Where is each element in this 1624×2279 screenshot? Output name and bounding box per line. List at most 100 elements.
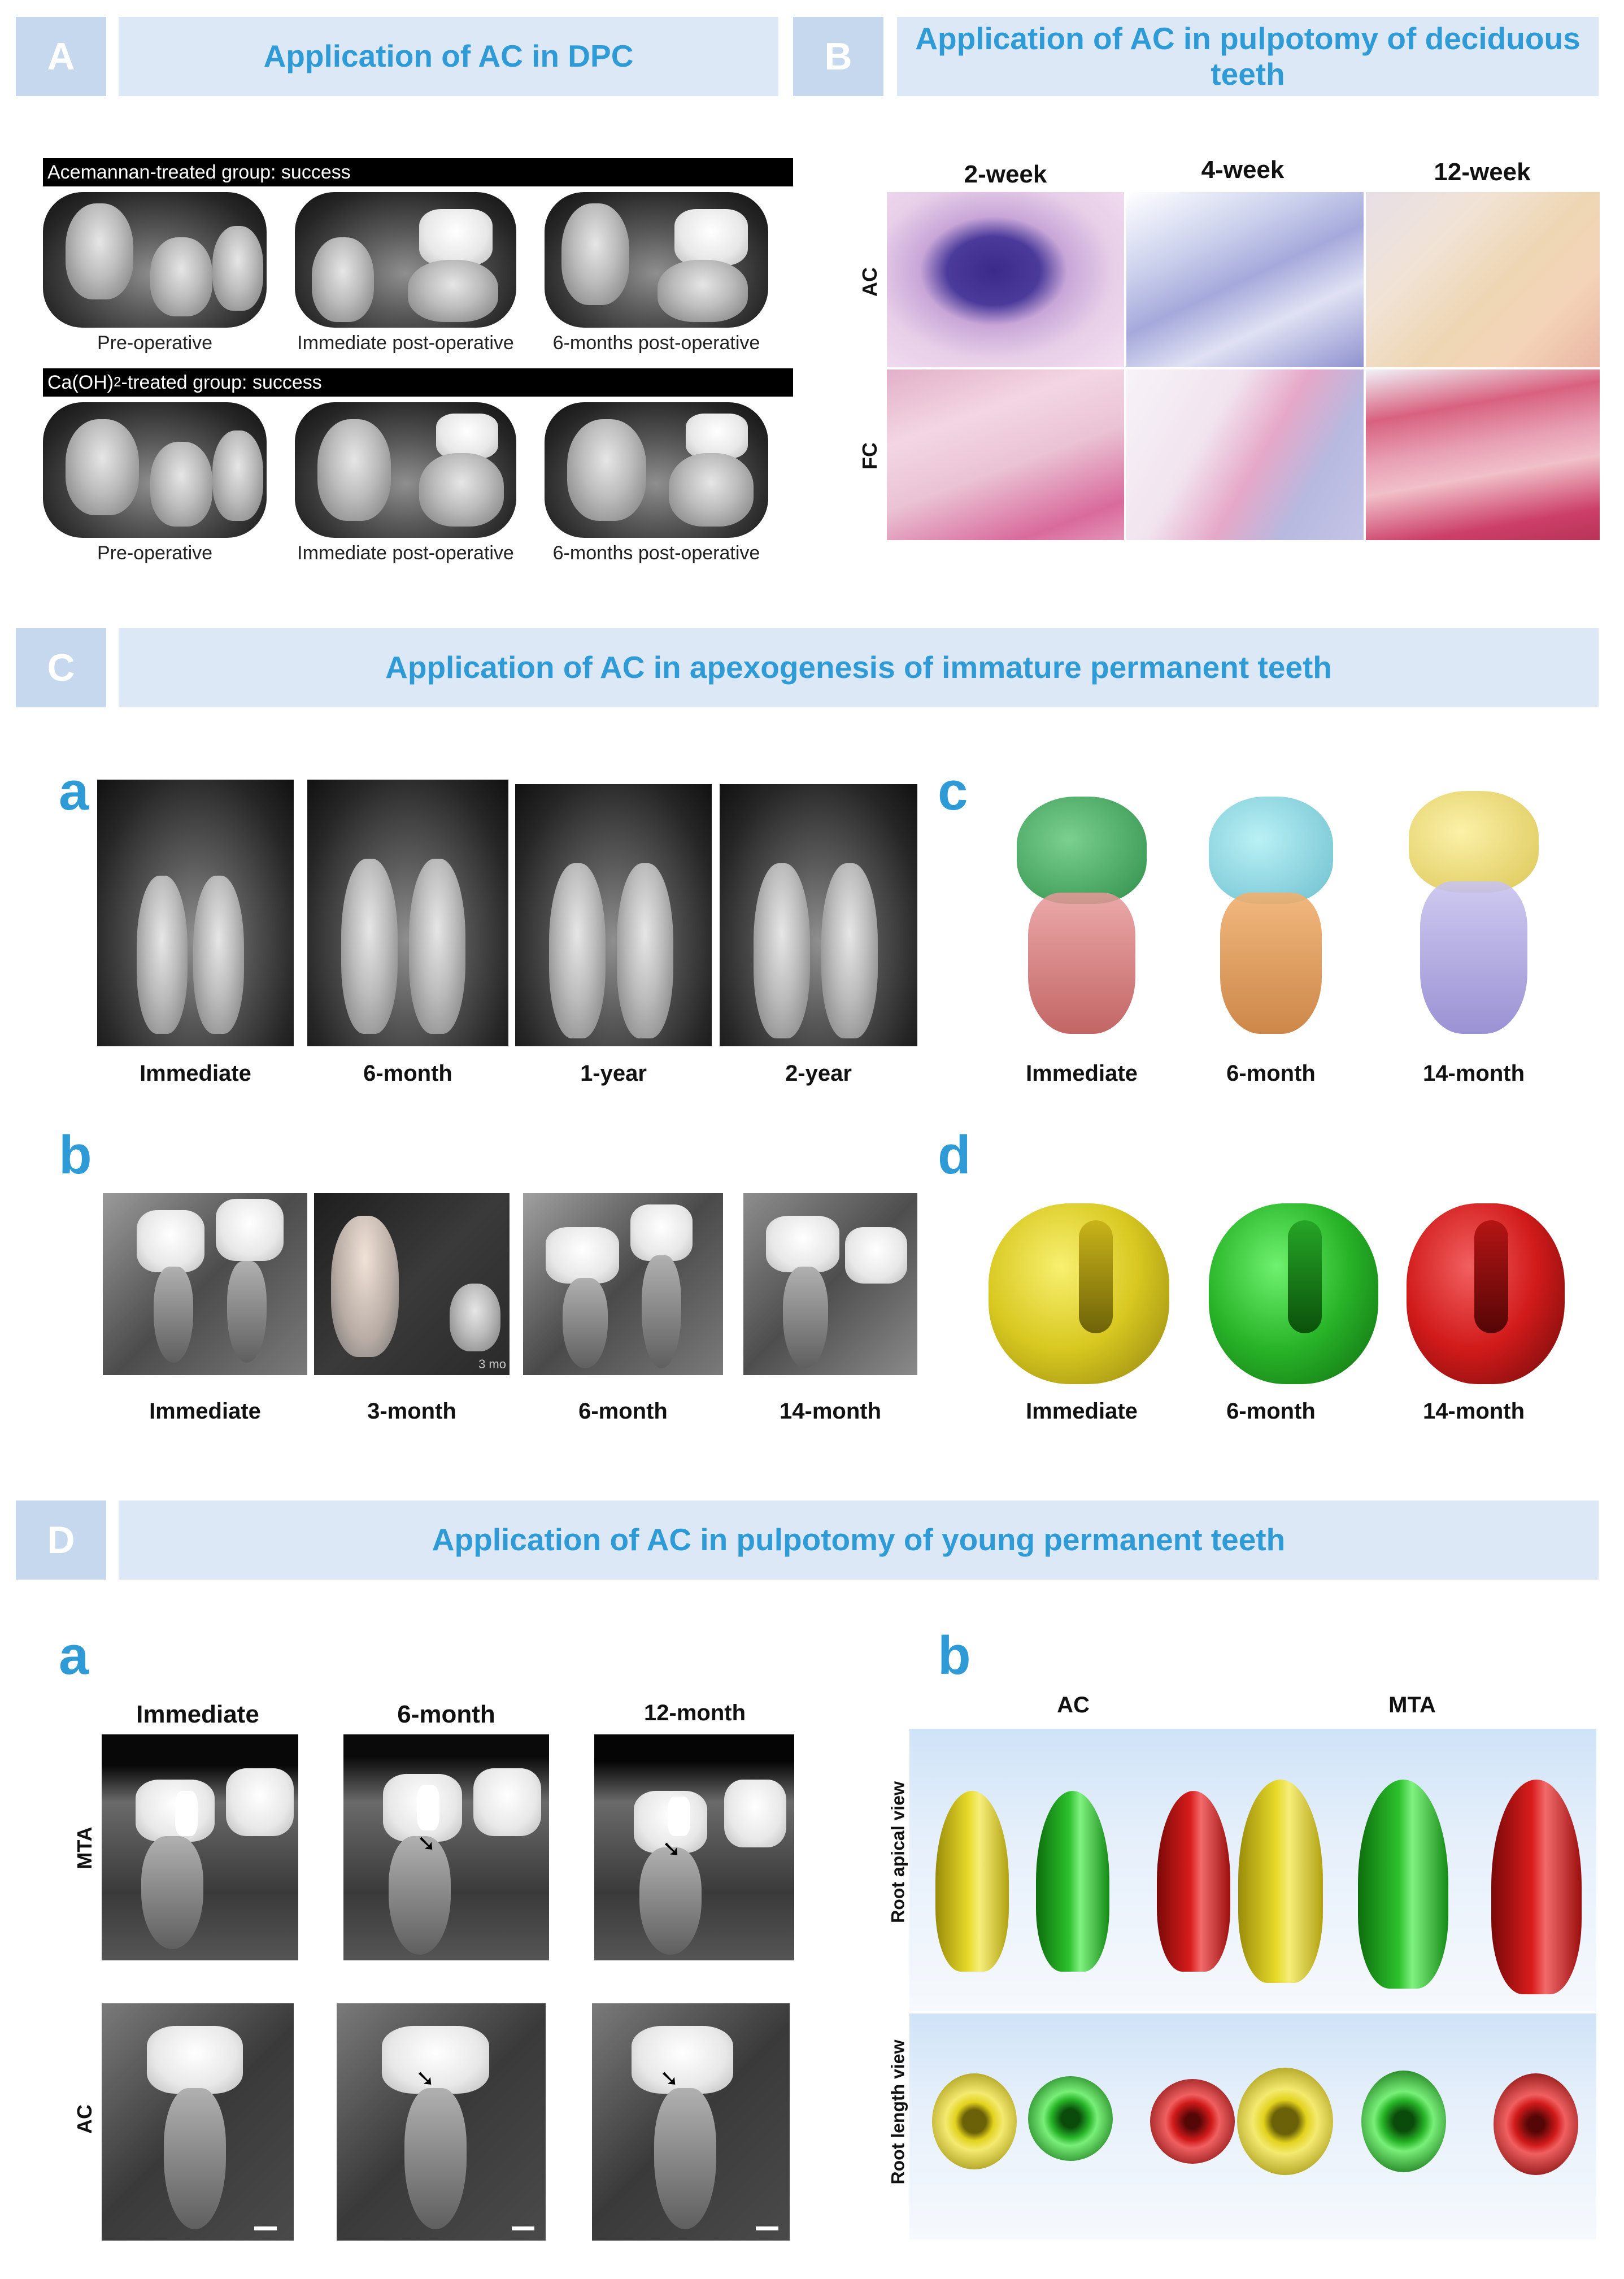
panel-d-a-row-ac: AC <box>73 2104 96 2134</box>
panel-d-b-length-mta-red <box>1494 2073 1578 2175</box>
panel-c-c-model-6month <box>1203 791 1339 1040</box>
panel-c-d-caption-2: 6-month <box>1226 1399 1316 1424</box>
panel-b-histo-ac-2week <box>887 192 1124 367</box>
panel-c-b-overlay-text: 3 mo <box>478 1357 506 1371</box>
panel-d-b-length-mta-yellow <box>1237 2068 1333 2175</box>
panel-c-a-xray-6month <box>307 780 508 1046</box>
panel-c-a-caption-1: Immediate <box>140 1061 251 1086</box>
panel-c-d-model-immediate <box>983 1198 1175 1390</box>
panel-a-row2-immediate-xray <box>295 402 516 538</box>
panel-d-b-length-mta-green <box>1361 2071 1446 2172</box>
panel-c-a-caption-3: 1-year <box>580 1061 647 1086</box>
panel-d-a-xray-mta-12month: ➘ <box>594 1734 794 1960</box>
panel-c-d-letter: d <box>938 1125 971 1185</box>
panel-c-b-caption-3: 6-month <box>578 1399 668 1424</box>
panel-d-b-length-ac-yellow <box>932 2073 1017 2169</box>
panel-c-b-xray-3month: 3 mo <box>314 1193 510 1375</box>
panel-b-col-2week: 2-week <box>964 160 1047 188</box>
panel-c-c-caption-2: 6-month <box>1226 1061 1316 1086</box>
panel-d-b-group-ac: AC <box>1057 1693 1090 1717</box>
scale-bar <box>512 2226 534 2230</box>
panel-a-row2-label-post: -treated group: success <box>121 371 322 393</box>
panel-d-a-xray-mta-immediate <box>102 1734 298 1960</box>
panel-a-row2-caption-2: Immediate post-operative <box>297 542 514 564</box>
section-d-title: Application of AC in pulpotomy of young … <box>119 1501 1599 1580</box>
panel-a-row1-caption-1: Pre-operative <box>97 332 213 354</box>
section-c-letter: C <box>16 628 106 707</box>
panel-c-c-caption-3: 14-month <box>1423 1061 1525 1086</box>
panel-d-b-apical-mta-yellow <box>1238 1780 1323 1983</box>
panel-c-d-caption-3: 14-month <box>1423 1399 1525 1424</box>
section-d-letter: D <box>16 1501 106 1580</box>
scale-bar <box>756 2226 778 2230</box>
panel-c-c-letter: c <box>938 761 968 821</box>
panel-d-a-row-mta: MTA <box>73 1826 96 1869</box>
section-a-letter: A <box>16 17 106 96</box>
panel-c-b-caption-1: Immediate <box>149 1399 261 1424</box>
section-b-title: Application of AC in pulpotomy of decidu… <box>897 17 1599 96</box>
panel-a-row2-pre-xray <box>43 402 267 538</box>
panel-c-b-xray-14month <box>743 1193 917 1375</box>
panel-b-histo-fc-4week <box>1126 369 1364 540</box>
panel-c-a-caption-4: 2-year <box>785 1061 852 1086</box>
panel-b-row-ac: AC <box>858 267 881 297</box>
scale-bar <box>254 2226 277 2230</box>
panel-b-row-fc: FC <box>858 442 881 469</box>
panel-d-a-letter: a <box>59 1625 89 1686</box>
panel-a-row2-label-pre: Ca(OH) <box>47 371 114 393</box>
panel-d-b-length-ac-red <box>1150 2079 1235 2164</box>
panel-c-b-caption-2: 3-month <box>367 1399 456 1424</box>
panel-d-b-group-mta: MTA <box>1388 1693 1436 1717</box>
panel-a-row2-6mo-xray <box>545 402 768 538</box>
panel-d-b-row-apical: Root apical view <box>887 1781 908 1923</box>
panel-b-histo-ac-4week <box>1126 192 1364 367</box>
panel-d-b-apical-mta-green <box>1358 1780 1448 1989</box>
panel-c-d-caption-1: Immediate <box>1026 1399 1138 1424</box>
panel-c-d-model-6month <box>1203 1198 1384 1390</box>
panel-a-row2-label-sub: 2 <box>114 375 121 390</box>
panel-d-a-xray-ac-12month: ➘ <box>592 2003 790 2241</box>
panel-a-row1-label: Acemannan-treated group: success <box>43 158 793 186</box>
panel-b-col-4week: 4-week <box>1201 156 1285 184</box>
panel-c-a-xray-immediate <box>97 780 294 1046</box>
section-a-title: Application of AC in DPC <box>119 17 778 96</box>
panel-c-a-letter: a <box>59 761 89 821</box>
panel-c-b-caption-4: 14-month <box>780 1399 881 1424</box>
panel-d-a-col-12month: 12-month <box>644 1700 746 1725</box>
panel-c-b-letter: b <box>59 1125 92 1185</box>
panel-a-row2-label: Ca(OH)2-treated group: success <box>43 368 793 397</box>
panel-c-c-model-14month <box>1403 785 1544 1040</box>
panel-d-b-row-length: Root length view <box>887 2039 908 2185</box>
panel-d-a-xray-ac-6month: ➘ <box>337 2003 546 2241</box>
section-c-title: Application of AC in apexogenesis of imm… <box>119 628 1599 707</box>
panel-d-b-apical-ac-yellow <box>935 1791 1009 1972</box>
section-b-letter: B <box>793 17 883 96</box>
panel-d-a-xray-mta-6month: ➘ <box>343 1734 549 1960</box>
panel-d-a-xray-ac-immediate <box>102 2003 294 2241</box>
panel-c-d-model-14month <box>1401 1198 1570 1390</box>
panel-d-b-apical-mta-red <box>1491 1780 1582 1994</box>
panel-c-b-xray-6month <box>523 1193 723 1375</box>
panel-b-col-12week: 12-week <box>1434 158 1531 186</box>
panel-c-a-xray-2year <box>720 784 917 1046</box>
panel-c-a-caption-2: 6-month <box>363 1061 452 1086</box>
panel-c-b-xray-immediate <box>103 1193 307 1375</box>
panel-d-b-apical-ac-green <box>1036 1791 1109 1972</box>
panel-b-histo-fc-2week <box>887 369 1124 540</box>
panel-d-a-col-6month: 6-month <box>397 1700 495 1728</box>
panel-d-b-length-ac-green <box>1028 2076 1113 2161</box>
panel-a-row1-pre-xray <box>43 192 267 328</box>
panel-d-b-apical-ac-red <box>1157 1791 1230 1972</box>
panel-c-c-caption-1: Immediate <box>1026 1061 1138 1086</box>
panel-a-row1-caption-2: Immediate post-operative <box>297 332 514 354</box>
panel-c-a-xray-1year <box>515 784 712 1046</box>
panel-a-row1-immediate-xray <box>295 192 516 328</box>
panel-b-histo-ac-12week <box>1366 192 1600 367</box>
panel-a-row2-caption-3: 6-months post-operative <box>552 542 760 564</box>
panel-c-c-model-immediate <box>1011 791 1152 1040</box>
panel-d-a-col-immediate: Immediate <box>136 1700 259 1728</box>
panel-b-histo-fc-12week <box>1366 369 1600 540</box>
panel-a-row2-caption-1: Pre-operative <box>97 542 213 564</box>
panel-a-row1-6mo-xray <box>545 192 768 328</box>
panel-d-b-letter: b <box>938 1625 971 1686</box>
